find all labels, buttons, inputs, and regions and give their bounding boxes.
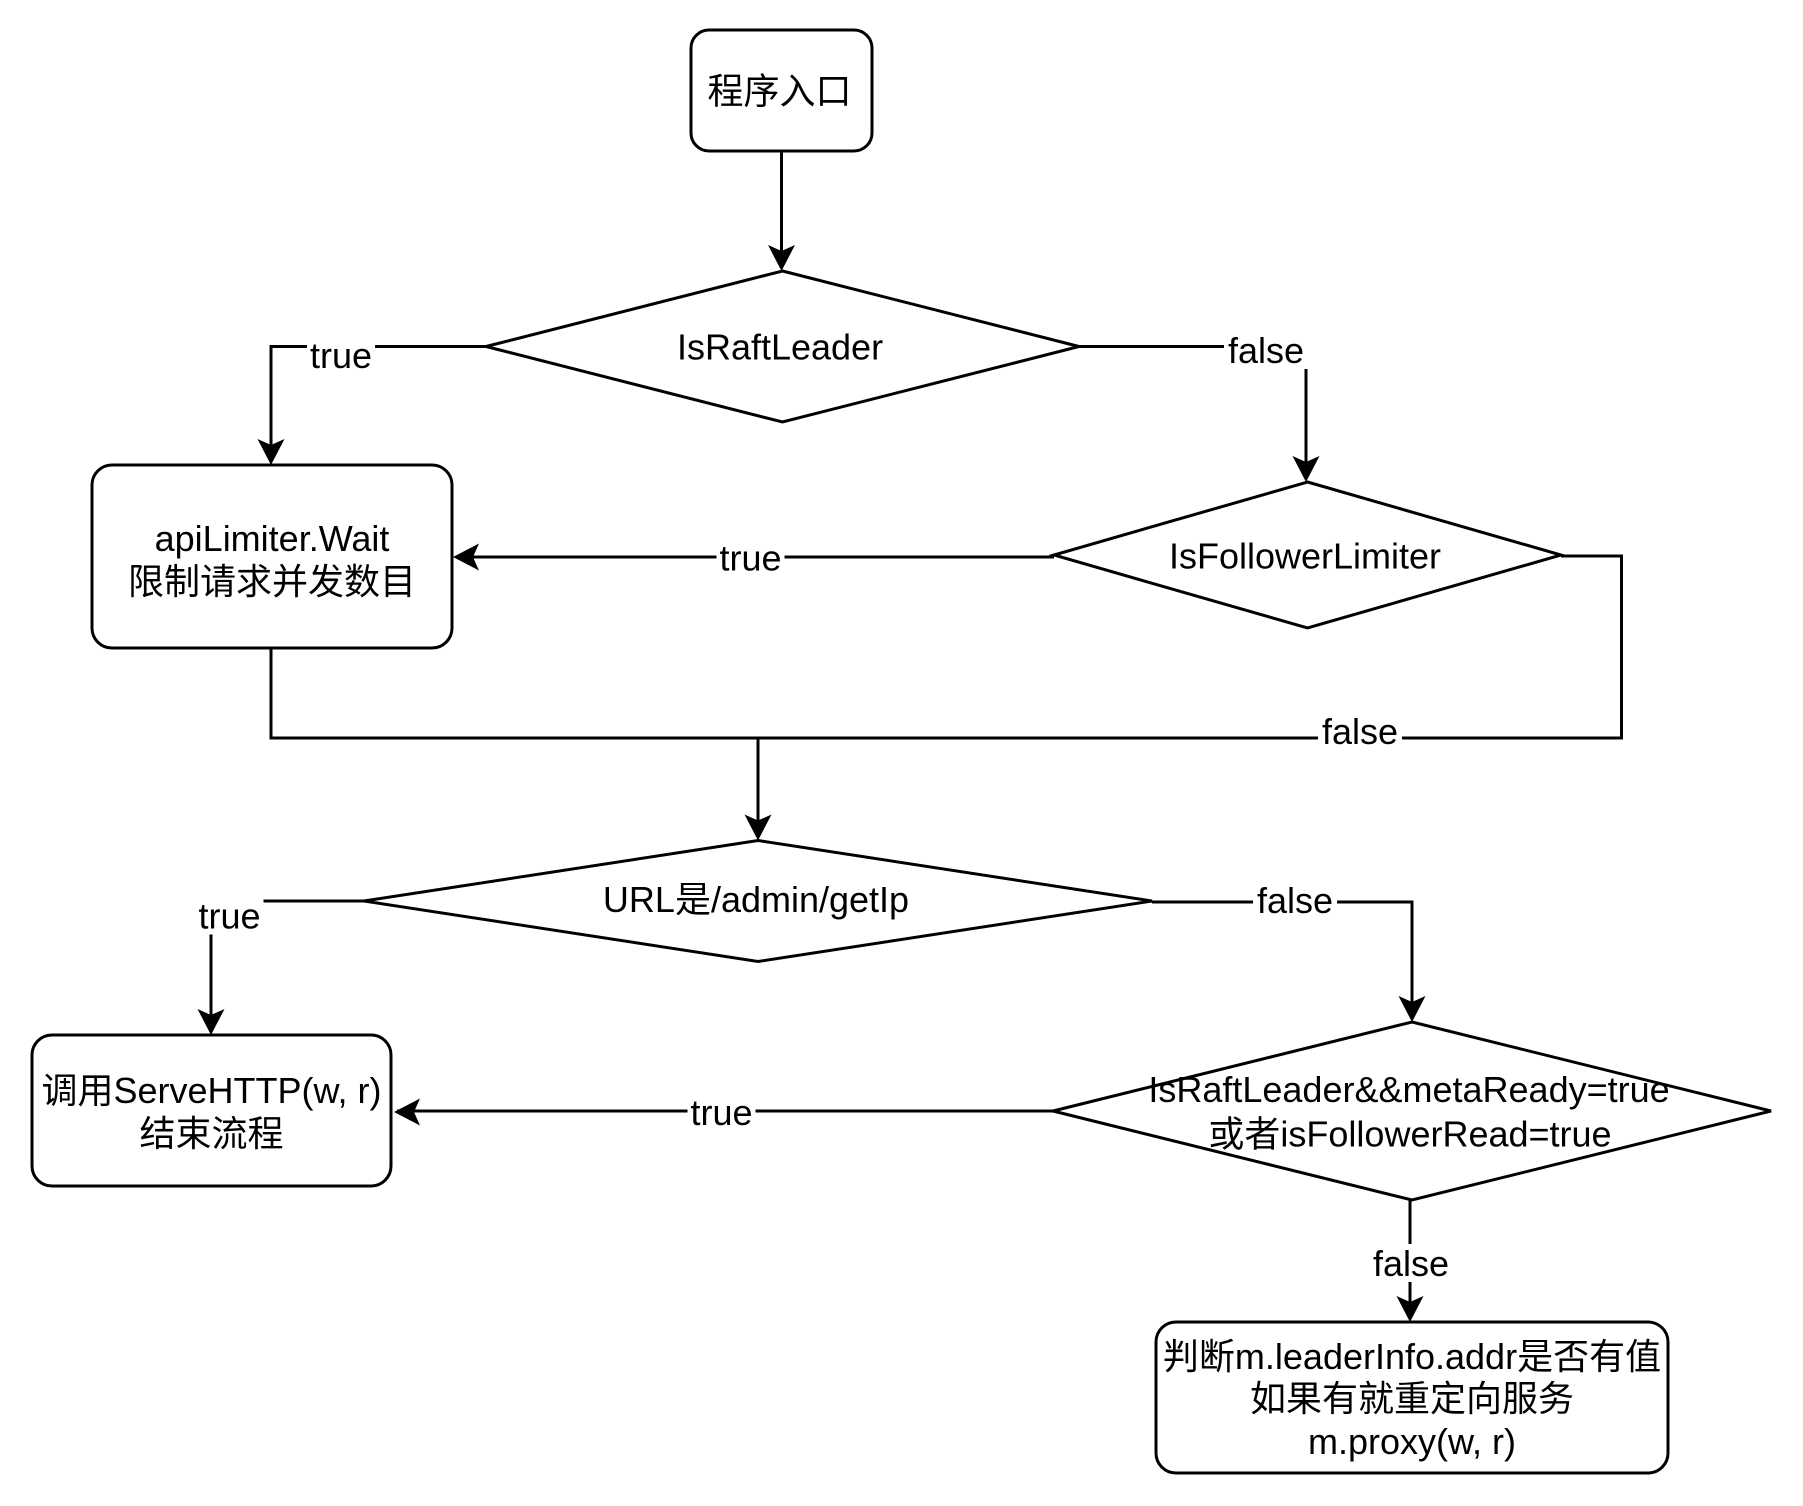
svg-text:如果有就重定向服务: 如果有就重定向服务 [1250,1378,1574,1419]
svg-text:IsFollowerLimiter: IsFollowerLimiter [1169,536,1441,577]
svg-text:false: false [1322,711,1398,752]
svg-text:true: true [719,538,781,579]
svg-text:判断m.leaderInfo.addr是否有值: 判断m.leaderInfo.addr是否有值 [1163,1336,1661,1377]
svg-text:或者isFollowerRead=true: 或者isFollowerRead=true [1208,1114,1611,1155]
svg-text:true: true [310,335,372,376]
svg-text:false: false [1228,330,1304,371]
svg-text:false: false [1373,1243,1449,1284]
svg-text:false: false [1257,880,1333,921]
svg-text:调用ServeHTTP(w, r): 调用ServeHTTP(w, r) [41,1070,381,1111]
svg-text:apiLimiter.Wait: apiLimiter.Wait [155,518,390,559]
svg-text:结束流程: 结束流程 [139,1113,283,1154]
svg-text:IsRaftLeader&&metaReady=true: IsRaftLeader&&metaReady=true [1148,1069,1669,1110]
svg-text:IsRaftLeader: IsRaftLeader [677,327,883,368]
svg-text:true: true [690,1092,752,1133]
svg-text:限制请求并发数目: 限制请求并发数目 [128,561,416,602]
svg-text:m.proxy(w, r): m.proxy(w, r) [1308,1421,1516,1462]
svg-text:true: true [198,896,260,937]
svg-text:程序入口: 程序入口 [707,71,851,112]
svg-text:URL是/admin/getIp: URL是/admin/getIp [603,879,909,920]
